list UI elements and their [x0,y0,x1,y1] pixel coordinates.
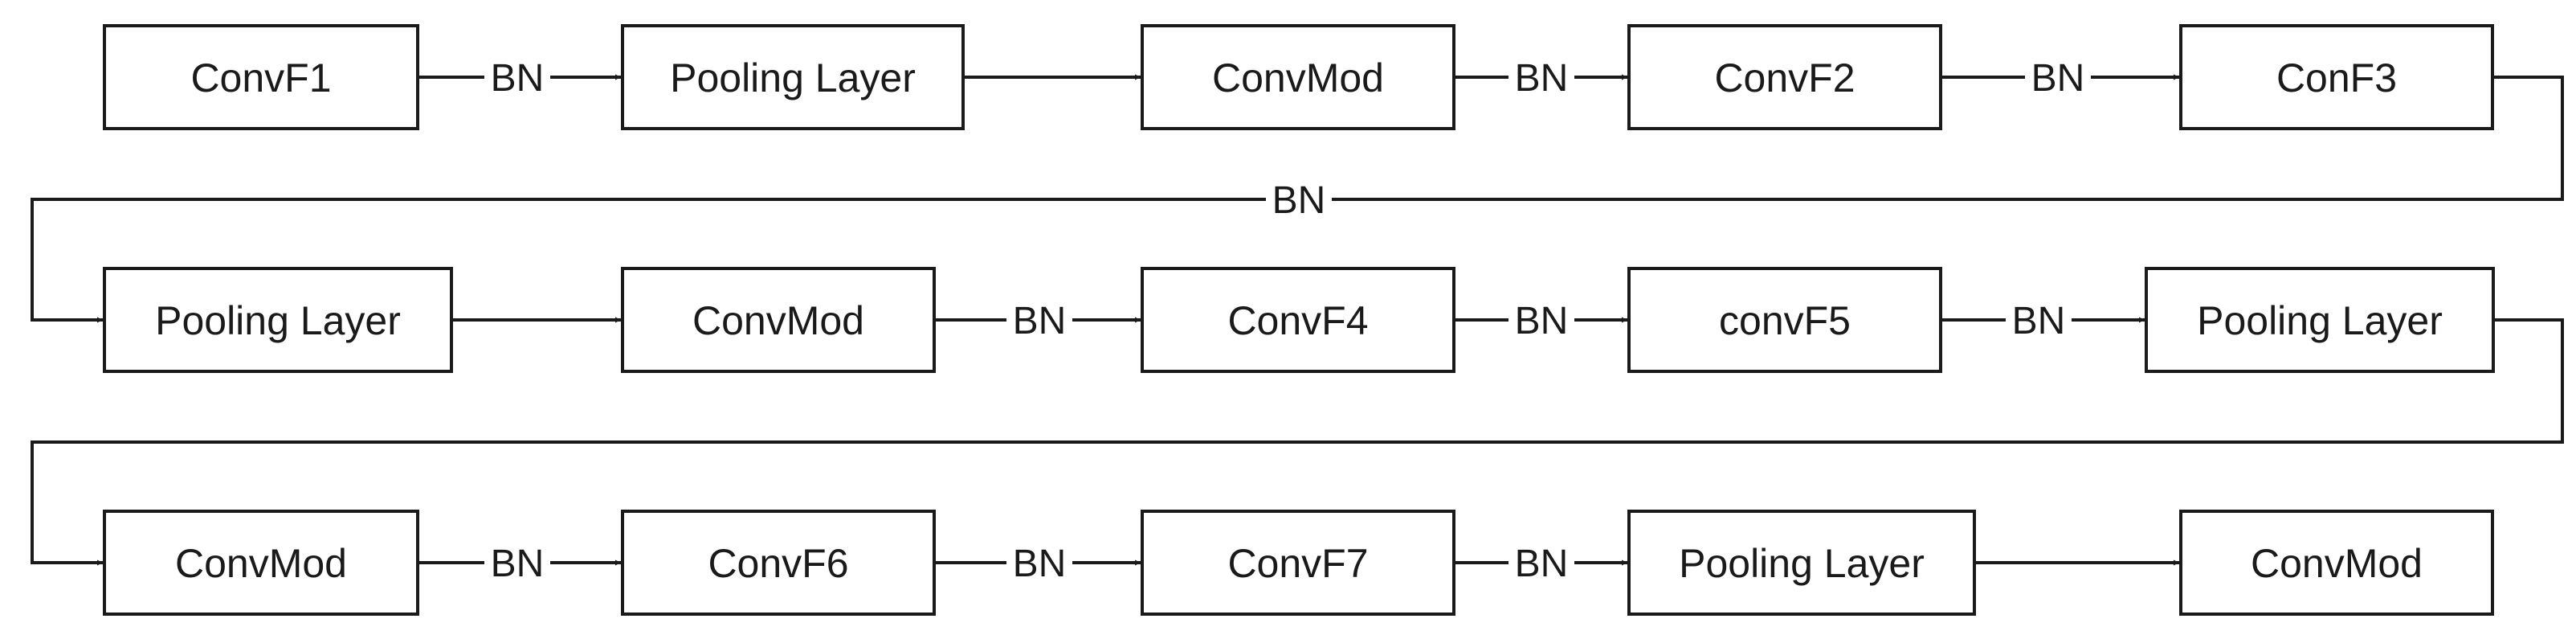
edge-label: BN [1515,300,1569,342]
edge-label: BN [491,543,545,585]
node-pool2: Pooling Layer [103,267,453,373]
node-convmod1: ConvMod [1141,24,1455,130]
node-pool1: Pooling Layer [621,24,965,130]
node-label: ConvF1 [190,55,331,100]
node-label: ConvF4 [1227,298,1368,343]
edge-label: BN [1272,179,1326,222]
edge-label: BN [1013,300,1067,342]
node-conf3: ConF3 [2179,24,2494,130]
edge-convf2-to-conf3: BN [1941,55,2179,100]
edge-pool3-to-convmod3 [31,318,2564,566]
node-pool4: Pooling Layer [1627,510,1976,616]
node-label: convF5 [1719,298,1851,343]
edge-convmod1-to-convf2: BN [1454,55,1627,100]
edge-convf5-to-pool3: BN [1941,297,2145,342]
edge-label: BN [491,57,545,100]
node-label: ConvF2 [1714,55,1855,100]
node-label: ConF3 [2276,55,2397,100]
edge-label: BN [1515,543,1569,585]
node-convf2: ConvF2 [1627,24,1942,130]
nodes: ConvF1 Pooling Layer ConvMod ConvF2 ConF… [103,24,2495,616]
node-label: Pooling Layer [1679,541,1925,586]
edge-convmod3-to-convf6: BN [418,540,621,585]
edge-convf1-to-pool1: BN [418,55,621,100]
node-convf6: ConvF6 [621,510,936,616]
node-pool3: Pooling Layer [2145,267,2495,373]
node-label: ConvMod [175,541,347,586]
node-convmod4: ConvMod [2179,510,2494,616]
edge-label: BN [2012,300,2066,342]
node-label: Pooling Layer [670,55,916,100]
edge-label: BN [1515,57,1569,100]
node-label: ConvMod [2251,541,2423,586]
node-label: ConvF7 [1227,541,1368,586]
node-label: Pooling Layer [2197,298,2443,343]
node-convmod3: ConvMod [103,510,419,616]
node-convf4: ConvF4 [1141,267,1455,373]
edge-convmod2-to-convf4: BN [934,297,1141,342]
edge-conf3-to-pool2: BN [31,76,2564,323]
node-label: ConvMod [692,298,864,343]
node-label: ConvMod [1212,55,1384,100]
node-convf1: ConvF1 [103,24,419,130]
node-convf5: convF5 [1627,267,1942,373]
edge-convf6-to-convf7: BN [934,540,1141,585]
edge-label: BN [2031,57,2085,100]
edge-label: BN [1013,543,1067,585]
edge-convf4-to-convf5: BN [1454,297,1627,342]
node-label: Pooling Layer [155,298,401,343]
edges: BN BN BN BN BN [31,55,2564,585]
node-label: ConvF6 [708,541,848,586]
node-convmod2: ConvMod [621,267,936,373]
edge-convf7-to-pool4: BN [1454,540,1627,585]
node-convf7: ConvF7 [1141,510,1455,616]
